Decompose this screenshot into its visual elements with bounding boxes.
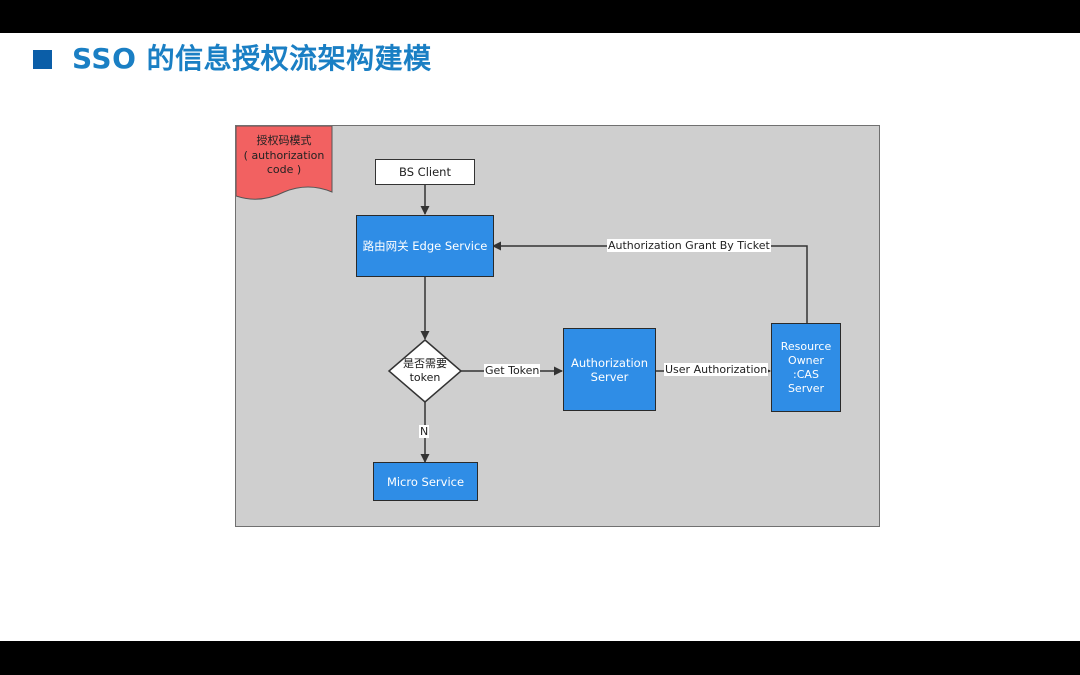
mode-tag-line1: 授权码模式: [256, 134, 312, 147]
mode-tag-line3: code ): [266, 163, 302, 176]
resource-line2: Owner: [788, 353, 824, 367]
auth-server-line1: Authorization: [570, 355, 649, 370]
mode-tag-shape: [236, 126, 333, 200]
auth-server-line2: Server: [590, 369, 629, 384]
resource-line3: :CAS: [793, 367, 819, 381]
edge-service-node: 路由网关 Edge Service: [356, 215, 494, 277]
resource-line1: Resource: [780, 339, 832, 353]
get-token-label: Get Token: [484, 364, 541, 377]
bs-client-node: BS Client: [375, 159, 475, 185]
mode-tag-label: 授权码模式 ( authorization code ): [236, 134, 332, 178]
mode-tag-line2: ( authorization: [243, 148, 325, 162]
title-bullet-icon: [33, 50, 52, 69]
resource-line4: Server: [787, 381, 825, 395]
resource-owner-node: Resource Owner :CAS Server: [771, 323, 841, 412]
edge-resource-to-gateway: [492, 241, 808, 323]
authorization-server-node: Authorization Server: [563, 328, 656, 411]
no-branch-label: N: [419, 425, 430, 438]
decision-line2: token: [409, 371, 441, 384]
user-authorization-label: User Authorization: [664, 363, 769, 376]
slide-title: SSO 的信息授权流架构建模: [72, 42, 432, 75]
grant-by-ticket-label: Authorization Grant By Ticket: [607, 239, 771, 252]
architecture-diagram: 授权码模式 ( authorization code ): [235, 125, 880, 527]
decision-diamond-shape: [387, 339, 463, 403]
micro-service-node: Micro Service: [373, 462, 478, 501]
slide: SSO 的信息授权流架构建模 授权码模式 ( authorization cod…: [0, 33, 1080, 641]
decision-label: 是否需要 token: [395, 354, 455, 388]
decision-line1: 是否需要: [403, 357, 447, 370]
